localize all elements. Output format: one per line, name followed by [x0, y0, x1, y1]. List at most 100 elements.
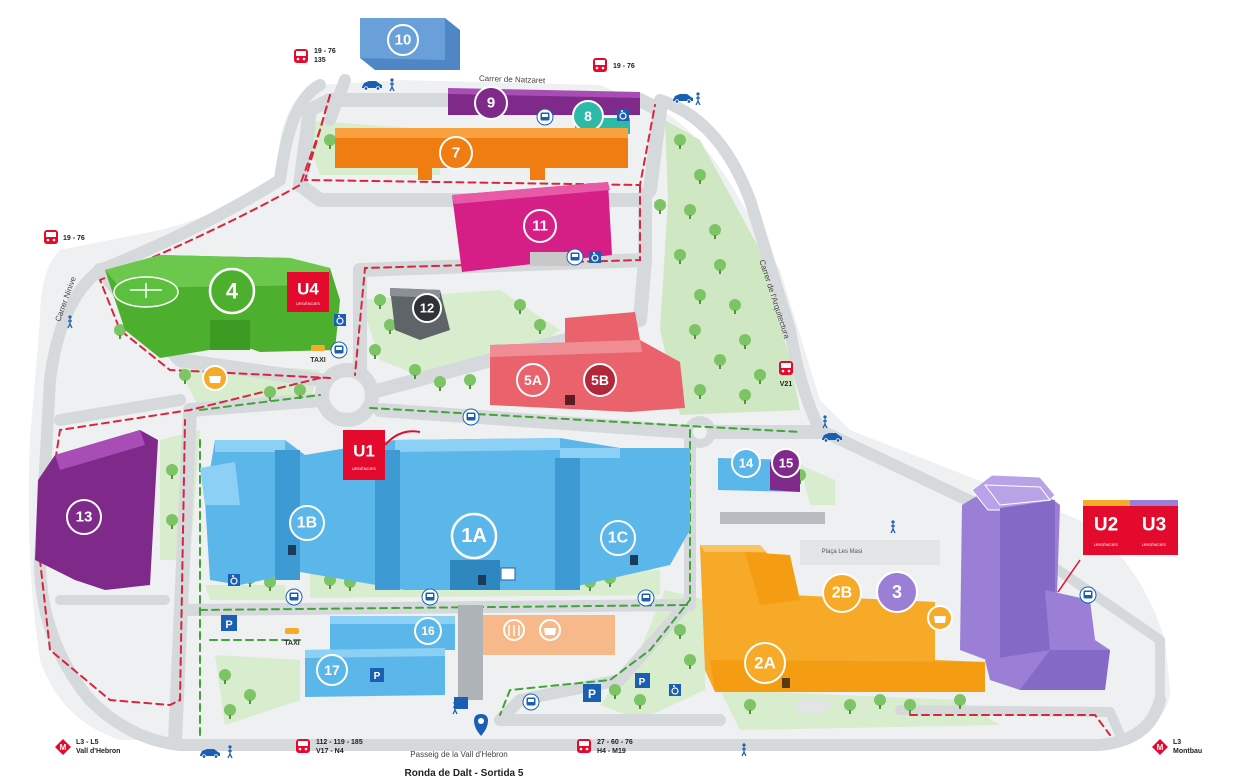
svg-text:27 - 60 - 76: 27 - 60 - 76 [597, 739, 633, 746]
building-16[interactable]: 16 [330, 615, 615, 655]
building-5a-label: 5A [524, 372, 542, 388]
bus-icon [522, 693, 540, 711]
location-pin-icon [474, 714, 488, 736]
taxi-stop-top[interactable]: TAXI [310, 345, 326, 364]
building-12[interactable]: 12 [390, 288, 450, 340]
bus-icon [637, 589, 655, 607]
svg-text:112 - 119 - 185: 112 - 119 - 185 [316, 739, 363, 746]
svg-text:L3: L3 [1173, 739, 1181, 746]
building-10[interactable]: 10 [360, 18, 460, 70]
u1-label: U1 [353, 442, 375, 461]
svg-text:V21: V21 [780, 381, 793, 388]
street-passeig: Passeig de la Vall d'Hebron [410, 750, 507, 759]
wheelchair-icon [333, 313, 347, 327]
metro-montbau[interactable]: L3 Montbau [1152, 739, 1202, 755]
bus-icon [462, 408, 480, 426]
building-3-tower[interactable] [960, 474, 1110, 690]
svg-text:P: P [588, 687, 596, 701]
ronda-label: Ronda de Dalt - Sortida 5 [405, 768, 524, 779]
u2-label: U2 [1094, 515, 1118, 536]
bus-icon [285, 588, 303, 606]
wheelchair-icon [668, 683, 682, 697]
u4-sublabel: URGÈNCIES [296, 301, 320, 306]
parking-icon [635, 673, 650, 688]
u2-sublabel: URGÈNCIES [1094, 542, 1118, 547]
elevator-icon [454, 697, 468, 709]
bus-icon [536, 108, 554, 126]
placa-label: Plaça Les Masi [822, 549, 863, 555]
bus-icon [330, 341, 348, 359]
svg-text:H4 - M19: H4 - M19 [597, 748, 626, 755]
bus-icon [566, 248, 584, 266]
u3-label: U3 [1142, 515, 1166, 536]
svg-text:135: 135 [314, 57, 326, 64]
building-17-label: 17 [324, 662, 340, 678]
parking-icons[interactable]: P P P [221, 615, 650, 702]
taxi-stop-bottom[interactable]: TAXI [284, 628, 300, 647]
building-16-label: 16 [421, 624, 435, 638]
building-8-label: 8 [584, 108, 592, 124]
emergency-u4[interactable]: U4 URGÈNCIES [287, 272, 329, 312]
placa-area [800, 540, 940, 565]
building-12-label: 12 [420, 301, 434, 316]
svg-text:TAXI: TAXI [310, 357, 325, 364]
info-board-icon [500, 567, 516, 581]
svg-text:P: P [374, 671, 381, 682]
svg-text:19 - 76: 19 - 76 [314, 48, 336, 55]
building-13-label: 13 [76, 509, 93, 526]
wheelchair-icon [616, 108, 630, 122]
building-1[interactable]: 1B 1A 1C [200, 438, 690, 590]
u3-sublabel: URGÈNCIES [1142, 542, 1166, 547]
bus-icon [421, 588, 439, 606]
emergency-u1[interactable]: U1 URGÈNCIES [343, 430, 421, 480]
metro-vall-hebron[interactable]: L3 - L5 Vall d'Hebron [55, 739, 120, 755]
svg-text:P: P [225, 619, 232, 631]
parking-icon [221, 615, 237, 631]
svg-text:Vall d'Hebron: Vall d'Hebron [76, 748, 120, 755]
building-2-3[interactable]: 2B 3 2A [700, 545, 985, 692]
roundabout-center [329, 377, 365, 413]
building-2a-label: 2A [754, 654, 776, 673]
wheelchair-icon [227, 573, 241, 587]
building-9-label: 9 [487, 95, 495, 112]
building-7-label: 7 [452, 145, 460, 162]
svg-text:V17 - N4: V17 - N4 [316, 748, 344, 755]
svg-text:L3 - L5: L3 - L5 [76, 739, 99, 746]
building-7[interactable]: 7 [335, 128, 628, 180]
building-14-label: 14 [739, 456, 754, 471]
building-4[interactable]: 4 [105, 255, 340, 358]
emergency-u2-u3[interactable]: U2 U3 URGÈNCIES URGÈNCIES [1057, 500, 1178, 593]
emergency-route [38, 94, 1111, 736]
building-17[interactable]: P 17 [305, 648, 445, 697]
building-13[interactable]: 13 [35, 430, 158, 590]
building-3-label: 3 [892, 582, 902, 602]
bus-stop-top-left[interactable]: 19 - 76 135 [294, 48, 336, 64]
building-1c-label: 1C [608, 530, 629, 547]
parking-icon [583, 684, 601, 702]
u4-label: U4 [297, 280, 319, 299]
wheelchair-icon [588, 250, 602, 264]
building-11-label: 11 [532, 218, 548, 235]
car-icon [672, 93, 694, 104]
pedestrian-icon [227, 744, 233, 759]
building-10-label: 10 [395, 32, 412, 49]
bus-icon [1079, 586, 1097, 604]
building-4-label: 4 [226, 279, 239, 304]
bus-stop-bottom-1[interactable]: 112 - 119 - 185 V17 - N4 [296, 739, 363, 755]
building-14-15[interactable]: 14 15 [718, 448, 825, 524]
bus-stop-left[interactable]: 19 - 76 [44, 230, 85, 244]
bus-stop-bottom-2[interactable]: 27 - 60 - 76 H4 - M19 [577, 739, 633, 755]
building-2b-label: 2B [832, 585, 852, 602]
bus-stop-top-right[interactable]: 19 - 76 [593, 58, 635, 72]
stairs [458, 605, 483, 700]
svg-text:TAXI: TAXI [284, 640, 299, 647]
bus-stop-right[interactable]: V21 [779, 361, 793, 388]
svg-text:P: P [639, 677, 646, 688]
coffee-icon [544, 628, 556, 635]
cafe-icons [202, 365, 953, 636]
svg-text:19 - 76: 19 - 76 [63, 235, 85, 242]
building-5[interactable]: 5A 5B [490, 312, 685, 412]
pedestrian-icon [695, 91, 701, 106]
svg-text:Montbau: Montbau [1173, 748, 1202, 755]
